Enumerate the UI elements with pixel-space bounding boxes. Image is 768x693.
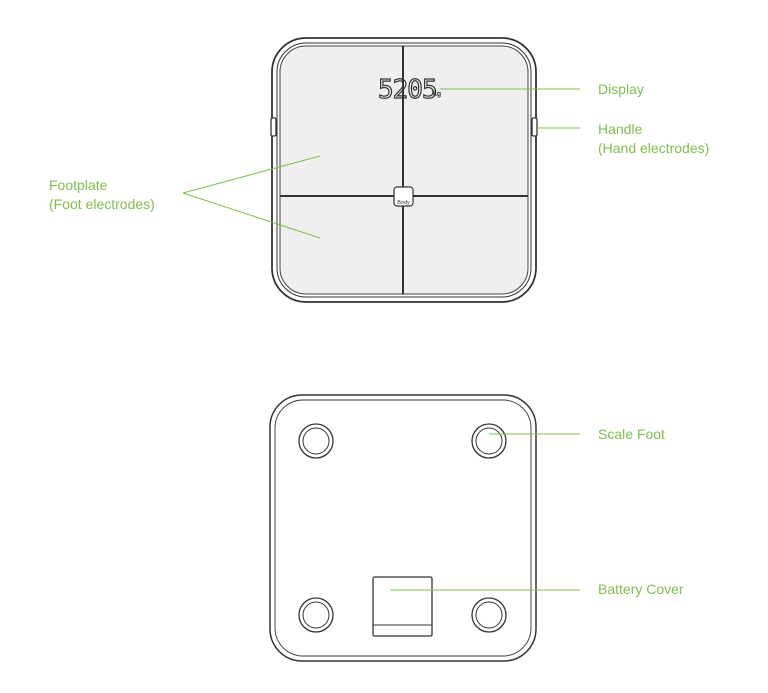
scale-bottom-view — [269, 394, 537, 662]
display-unit: kg — [433, 91, 441, 98]
scale-foot-top-right — [471, 423, 507, 459]
scale-foot-bottom-right — [471, 597, 507, 633]
scale-foot-label: Scale Foot — [598, 426, 665, 442]
scale-body-inner-edge — [276, 42, 532, 298]
body-button — [393, 186, 414, 207]
body-button-label: Body — [397, 200, 410, 206]
footplate-leader-line-upper — [182, 155, 321, 194]
footplate-label: Footplate (Foot electrodes) — [49, 177, 155, 212]
scale-bottom-outline — [269, 394, 537, 662]
handle-label: Handle (Hand electrodes) — [598, 121, 710, 156]
scale-foot-top-left — [298, 423, 334, 459]
left-handle — [270, 117, 277, 137]
leader-lines — [182, 88, 580, 591]
scale-top-view: Body 5205 kg — [270, 37, 538, 303]
scale-bottom-inner-edge — [274, 399, 532, 657]
display-reading: 5205 — [378, 75, 437, 105]
scale-foot-bottom-left — [298, 597, 334, 633]
right-handle — [531, 117, 538, 137]
footplate-leader-line-lower — [182, 192, 321, 239]
display-label: Display — [598, 81, 644, 97]
battery-cover-label: Battery Cover — [598, 581, 684, 597]
battery-cover — [372, 576, 433, 637]
